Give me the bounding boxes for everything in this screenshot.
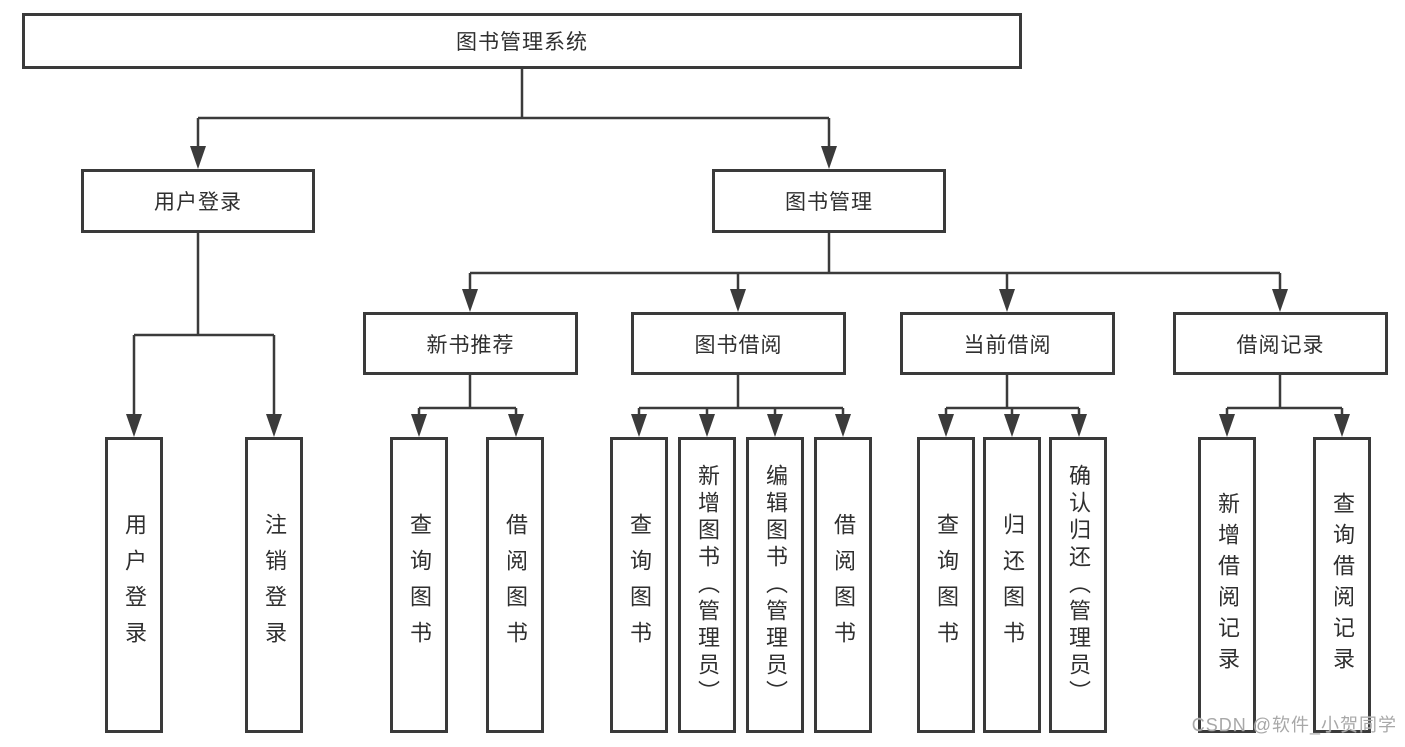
leaf-group-book-borrow: 查询图书 新增图书（管理员） 编辑图书（管理员） 借阅图书	[610, 437, 872, 733]
leaf-add-borrow-record: 新增借阅记录	[1198, 437, 1256, 733]
leaf-label: 新增图书（管理员）	[695, 463, 720, 707]
leaf-add-book-admin: 新增图书（管理员）	[678, 437, 736, 733]
leaf-label: 新增借阅记录	[1215, 492, 1240, 678]
leaf-label: 注销登录	[262, 513, 287, 657]
arrow-down-icons	[126, 146, 1350, 437]
leaf-label: 编辑图书（管理员）	[763, 463, 788, 707]
node-label: 新书推荐	[426, 333, 515, 357]
leaf-label: 归还图书	[1000, 513, 1025, 657]
leaf-group-user-login: 用户登录 注销登录	[105, 437, 303, 733]
node-library-system: 图书管理系统	[22, 13, 1022, 69]
leaf-group-new-book-recommend: 查询图书 借阅图书	[390, 437, 544, 733]
leaf-borrow-books: 借阅图书	[486, 437, 544, 733]
node-current-borrow: 当前借阅	[900, 312, 1115, 375]
leaf-label: 查询图书	[627, 513, 652, 657]
node-label: 图书管理系统	[456, 31, 588, 54]
leaf-query-borrow-record: 查询借阅记录	[1313, 437, 1371, 733]
leaf-logout: 注销登录	[245, 437, 303, 733]
leaf-label: 确认归还（管理员）	[1066, 463, 1091, 707]
node-new-book-recommend: 新书推荐	[363, 312, 578, 375]
leaf-edit-book-admin: 编辑图书（管理员）	[746, 437, 804, 733]
leaf-query-books: 查询图书	[917, 437, 975, 733]
leaf-confirm-return-admin: 确认归还（管理员）	[1049, 437, 1107, 733]
leaf-label: 借阅图书	[831, 513, 856, 657]
node-label: 用户登录	[154, 191, 242, 214]
leaf-query-books: 查询图书	[390, 437, 448, 733]
leaf-query-books: 查询图书	[610, 437, 668, 733]
node-label: 图书管理	[785, 191, 873, 214]
leaf-label: 查询图书	[934, 513, 959, 657]
csdn-watermark: CSDN @软件_小贺同学	[1191, 715, 1397, 735]
leaf-label: 用户登录	[122, 513, 147, 657]
node-borrow-records: 借阅记录	[1173, 312, 1388, 375]
node-user-login: 用户登录	[81, 169, 315, 233]
leaf-label: 查询借阅记录	[1330, 492, 1355, 678]
leaf-group-current-borrow: 查询图书 归还图书 确认归还（管理员）	[917, 437, 1107, 733]
leaf-label: 借阅图书	[503, 513, 528, 657]
leaf-user-login: 用户登录	[105, 437, 163, 733]
node-label: 当前借阅	[963, 333, 1052, 357]
node-book-management: 图书管理	[712, 169, 946, 233]
node-book-borrow: 图书借阅	[631, 312, 846, 375]
node-label: 图书借阅	[694, 333, 783, 357]
leaf-label: 查询图书	[407, 513, 432, 657]
leaf-borrow-books: 借阅图书	[814, 437, 872, 733]
leaf-group-borrow-records: 新增借阅记录 查询借阅记录	[1198, 437, 1371, 733]
leaf-return-book: 归还图书	[983, 437, 1041, 733]
node-label: 借阅记录	[1236, 333, 1325, 357]
